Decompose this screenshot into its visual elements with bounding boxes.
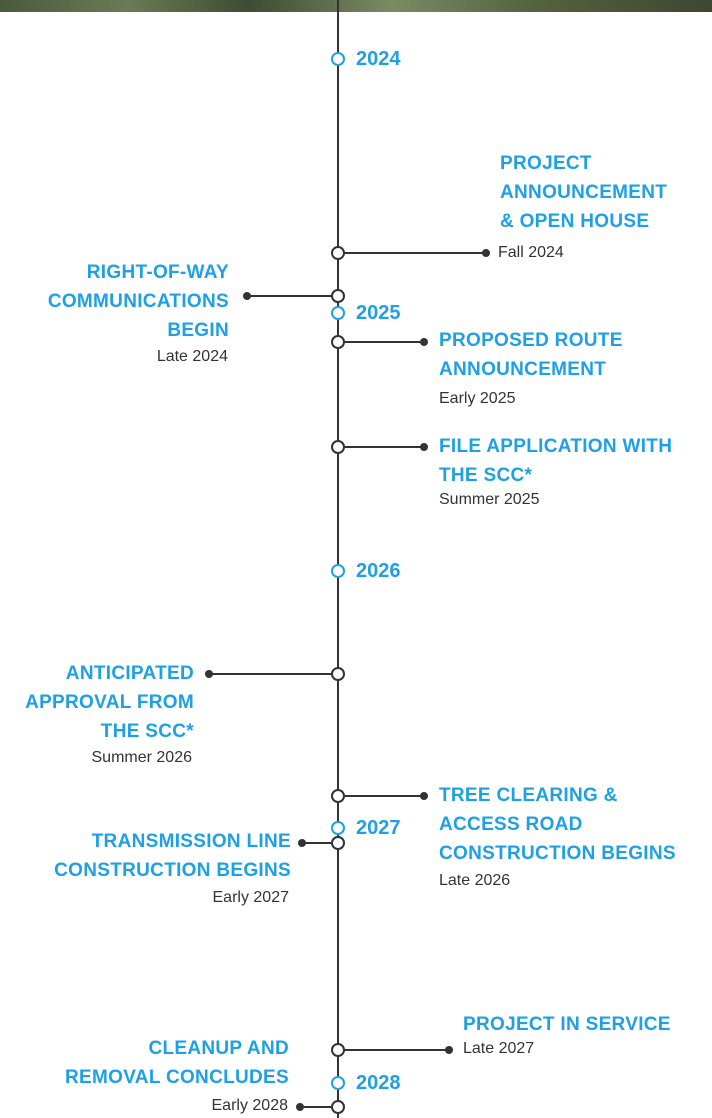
connector-proposed-route [331, 335, 428, 349]
connector-cleanup [296, 1100, 345, 1114]
year-label-2026: 2026 [356, 560, 401, 582]
connector-tree-clearing [331, 789, 428, 803]
connector-file-application [331, 440, 428, 454]
milestone-title-file-application: FILE APPLICATION WITH THE SCC* [439, 432, 672, 490]
connector-project-announcement [331, 246, 490, 260]
connector-anticipated-approval [205, 667, 345, 681]
milestone-date-right-of-way: Late 2024 [156, 348, 228, 365]
header-photo-strip [0, 0, 712, 12]
milestone-title-transmission-line: TRANSMISSION LINE CONSTRUCTION BEGINS [54, 827, 291, 885]
milestone-title-line: THE SCC* [439, 465, 533, 486]
milestone-title-line: BEGIN [167, 320, 229, 341]
milestone-title-line: THE SCC* [100, 721, 194, 742]
milestone-date-tree-clearing: Late 2026 [439, 872, 511, 889]
milestone-title-line: REMOVAL CONCLUDES [65, 1067, 289, 1088]
year-label-2027: 2027 [356, 817, 401, 839]
milestone-title-line: RIGHT-OF-WAY [86, 262, 229, 283]
connector-transmission-line [298, 836, 345, 850]
connector-right-of-way [243, 289, 345, 303]
year-label-2024: 2024 [356, 48, 401, 70]
year-marker-2028 [331, 1076, 345, 1090]
milestone-title-line: ANTICIPATED [65, 663, 194, 684]
milestone-title-proposed-route: PROPOSED ROUTE ANNOUNCEMENT [439, 326, 623, 384]
milestone-title-line: PROPOSED ROUTE [439, 330, 623, 351]
milestone-title-line: APPROVAL FROM [25, 692, 194, 713]
year-marker-2025 [331, 306, 345, 320]
connector-project-in-service [331, 1043, 453, 1057]
milestone-title-line: ANNOUNCEMENT [439, 359, 607, 380]
year-marker-2024 [331, 52, 345, 66]
milestone-title-line: TRANSMISSION LINE [91, 831, 291, 852]
milestone-title-tree-clearing: TREE CLEARING & ACCESS ROAD CONSTRUCTION B… [439, 781, 676, 868]
milestone-date-transmission-line: Early 2027 [212, 889, 290, 906]
milestone-title-line: & OPEN HOUSE [500, 211, 650, 232]
year-marker-2027 [331, 821, 345, 835]
milestone-title-line: CLEANUP AND [148, 1038, 289, 1059]
milestone-date-cleanup: Early 2028 [211, 1097, 289, 1114]
milestone-date-project-announcement: Fall 2024 [498, 244, 564, 261]
milestone-date-anticipated-approval: Summer 2026 [91, 749, 193, 766]
milestone-title-line: CONSTRUCTION BEGINS [439, 843, 676, 864]
milestone-title-line: PROJECT IN SERVICE [463, 1014, 671, 1035]
milestone-title-line: FILE APPLICATION WITH [439, 436, 673, 457]
year-marker-2026 [331, 564, 345, 578]
milestone-title-project-in-service: PROJECT IN SERVICE [463, 1010, 671, 1039]
milestone-title-right-of-way: RIGHT-OF-WAY COMMUNICATIONS BEGIN [48, 258, 229, 345]
milestone-title-project-announcement: PROJECT ANNOUNCEMENT & OPEN HOUSE [500, 149, 667, 236]
milestone-title-line: COMMUNICATIONS [47, 291, 229, 312]
milestone-title-line: TREE CLEARING & [439, 785, 618, 806]
milestone-title-line: PROJECT [500, 153, 592, 174]
milestone-title-line: CONSTRUCTION BEGINS [54, 860, 291, 881]
milestone-date-file-application: Summer 2025 [439, 491, 540, 508]
milestone-title-cleanup: CLEANUP AND REMOVAL CONCLUDES [65, 1034, 289, 1092]
milestone-title-line: ACCESS ROAD [439, 814, 583, 835]
year-label-2025: 2025 [356, 302, 401, 324]
milestone-date-project-in-service: Late 2027 [463, 1040, 535, 1057]
milestone-title-anticipated-approval: ANTICIPATED APPROVAL FROM THE SCC* [25, 659, 194, 746]
milestone-title-line: ANNOUNCEMENT [500, 182, 668, 203]
milestone-date-proposed-route: Early 2025 [439, 390, 516, 407]
year-label-2028: 2028 [356, 1072, 401, 1094]
